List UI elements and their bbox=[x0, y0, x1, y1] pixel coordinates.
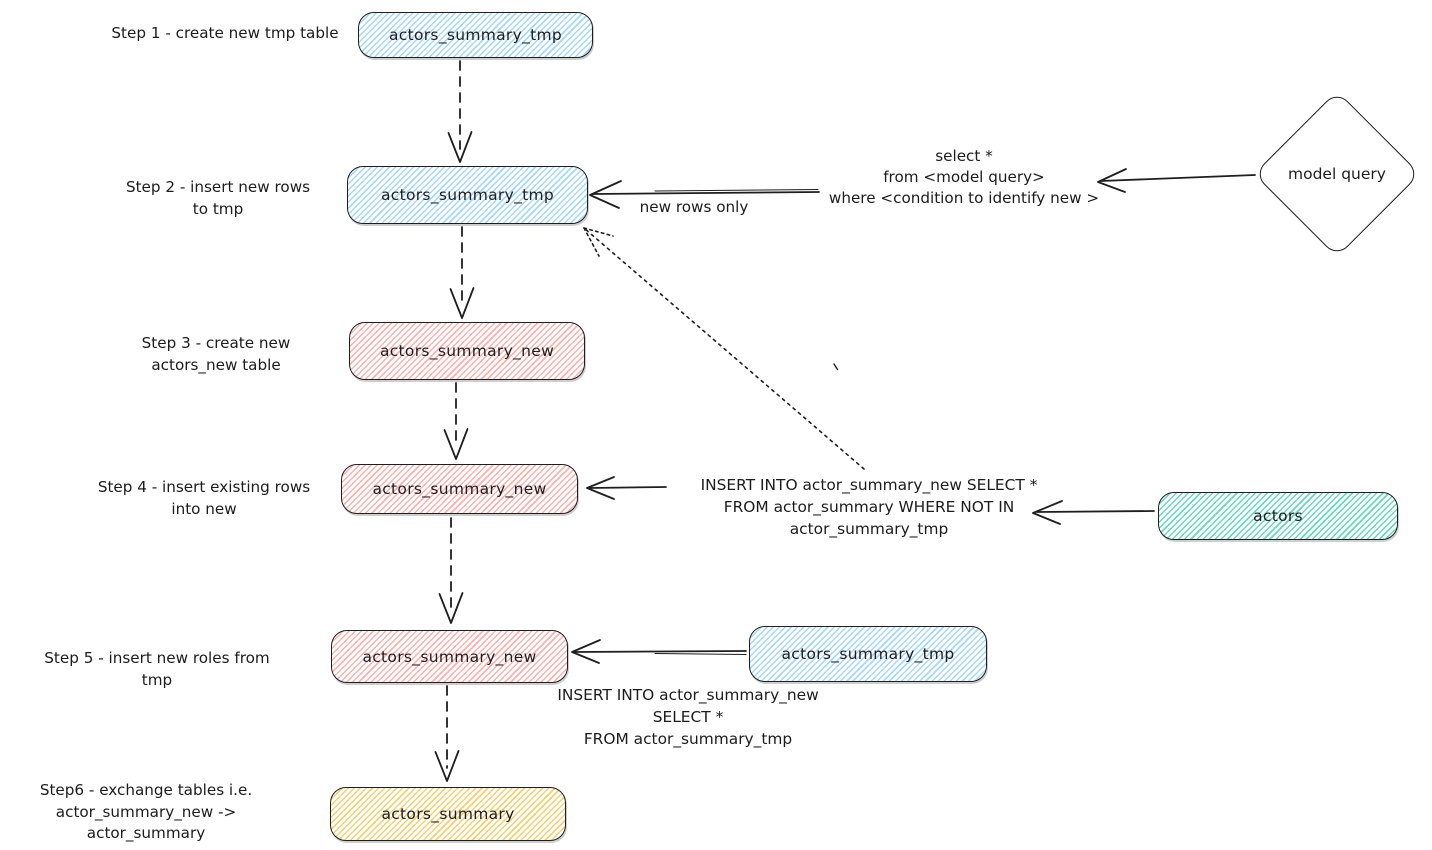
select-query-annotation: select * from <model query> where <condi… bbox=[818, 146, 1110, 209]
step4-label-line1: Step 4 - insert existing rows bbox=[97, 478, 311, 496]
node-actors-table: actors bbox=[1158, 492, 1398, 540]
node-step6-summary-table-text: actors_summary bbox=[381, 805, 515, 823]
step2-label-line2: to tmp bbox=[192, 199, 244, 218]
arrowhead-step5-step6 bbox=[434, 750, 460, 782]
insert-existing-line2: FROM actor_summary WHERE NOT IN bbox=[723, 498, 1015, 516]
node-step3-new-table-text: actors_summary_new bbox=[379, 342, 555, 360]
step5-label: Step 5 - insert new roles from tmp bbox=[44, 649, 270, 689]
node-step5-new-table-text: actors_summary_new bbox=[362, 647, 537, 666]
arrow-tmp-step5-doubleline bbox=[654, 653, 747, 655]
select-query-line1: select * bbox=[935, 147, 993, 165]
step6-label-line1: Step6 - exchange tables i.e. bbox=[39, 781, 253, 799]
node-step1-tmp-table: actors_summary_tmp bbox=[358, 12, 593, 58]
node-step4-new-table: actors_summary_new bbox=[341, 464, 578, 514]
arrowhead-tmp-step5 bbox=[571, 639, 601, 664]
step4-label: Step 4 - insert existing rows into new bbox=[88, 477, 320, 520]
insert-new-line2: SELECT * bbox=[652, 708, 724, 726]
node-step6-summary-table: actors_summary bbox=[330, 787, 566, 841]
step6-label-line2: actor_summary_new -> actor_summary bbox=[55, 802, 237, 843]
node-step1-tmp-table-text: actors_summary_tmp bbox=[388, 26, 563, 44]
node-actors-table-text: actors bbox=[1253, 507, 1303, 525]
step3-label-line1: Step 3 - create new bbox=[141, 334, 291, 352]
step2-label-line1: Step 2 - insert new rows bbox=[125, 178, 311, 196]
stray-mark bbox=[833, 363, 839, 371]
select-query-line2: from <model query> bbox=[883, 168, 1045, 186]
insert-new-line1: INSERT INTO actor_summary_new bbox=[557, 686, 819, 704]
step6-label: Step6 - exchange tables i.e. actor_summa… bbox=[5, 780, 287, 845]
dotted-arrow-insert-step2 bbox=[583, 227, 865, 470]
step3-label-line2: actors_new table bbox=[151, 355, 281, 374]
insert-new-line3: FROM actor_summary_tmp bbox=[583, 730, 793, 748]
step4-label-line2: into new bbox=[171, 499, 237, 518]
arrow-insert-step4 bbox=[589, 486, 667, 489]
node-side-tmp-table: actors_summary_tmp bbox=[749, 626, 987, 682]
dotted-arrowhead-wing1 bbox=[583, 227, 614, 237]
arrowhead-insert-step4 bbox=[586, 476, 615, 500]
insert-new-annotation: INSERT INTO actor_summary_new SELECT * F… bbox=[538, 684, 838, 750]
arrow-tmp-step5 bbox=[574, 650, 747, 653]
arrowhead-step2-step3 bbox=[449, 287, 475, 319]
node-step3-new-table: actors_summary_new bbox=[349, 322, 585, 380]
node-step5-new-table: actors_summary_new bbox=[331, 630, 568, 683]
node-model-query-text: model query bbox=[1288, 165, 1386, 183]
insert-existing-line1: INSERT INTO actor_summary_new SELECT * bbox=[700, 476, 1038, 494]
select-query-line3: where <condition to identify new > bbox=[828, 189, 1100, 207]
insert-existing-line3: actor_summary_tmp bbox=[789, 520, 949, 538]
node-step2-tmp-table: actors_summary_tmp bbox=[347, 166, 588, 224]
arrowhead-step1-step2 bbox=[447, 131, 473, 163]
arrow-query-step2 bbox=[592, 191, 820, 195]
dotted-arrowhead-wing2 bbox=[583, 227, 600, 257]
node-step2-tmp-table-text: actors_summary_tmp bbox=[380, 186, 555, 204]
new-rows-only-label: new rows only bbox=[639, 198, 749, 216]
arrow-diamond-query bbox=[1100, 174, 1256, 182]
step3-label: Step 3 - create new actors_new table bbox=[125, 333, 307, 376]
arrowhead-step4-step5 bbox=[438, 592, 464, 624]
step2-label: Step 2 - insert new rows to tmp bbox=[118, 177, 318, 220]
arrow-query-step2-doubleline bbox=[654, 189, 819, 192]
node-step4-new-table-text: actors_summary_new bbox=[372, 480, 547, 498]
node-model-query-diamond: model query bbox=[1253, 90, 1421, 258]
arrowhead-query-step2 bbox=[589, 180, 622, 209]
insert-existing-annotation: INSERT INTO actor_summary_new SELECT * F… bbox=[668, 474, 1070, 540]
node-side-tmp-table-text: actors_summary_tmp bbox=[781, 645, 955, 663]
arrowhead-step3-step4 bbox=[443, 428, 469, 460]
step1-label: Step 1 - create new tmp table bbox=[111, 24, 339, 42]
